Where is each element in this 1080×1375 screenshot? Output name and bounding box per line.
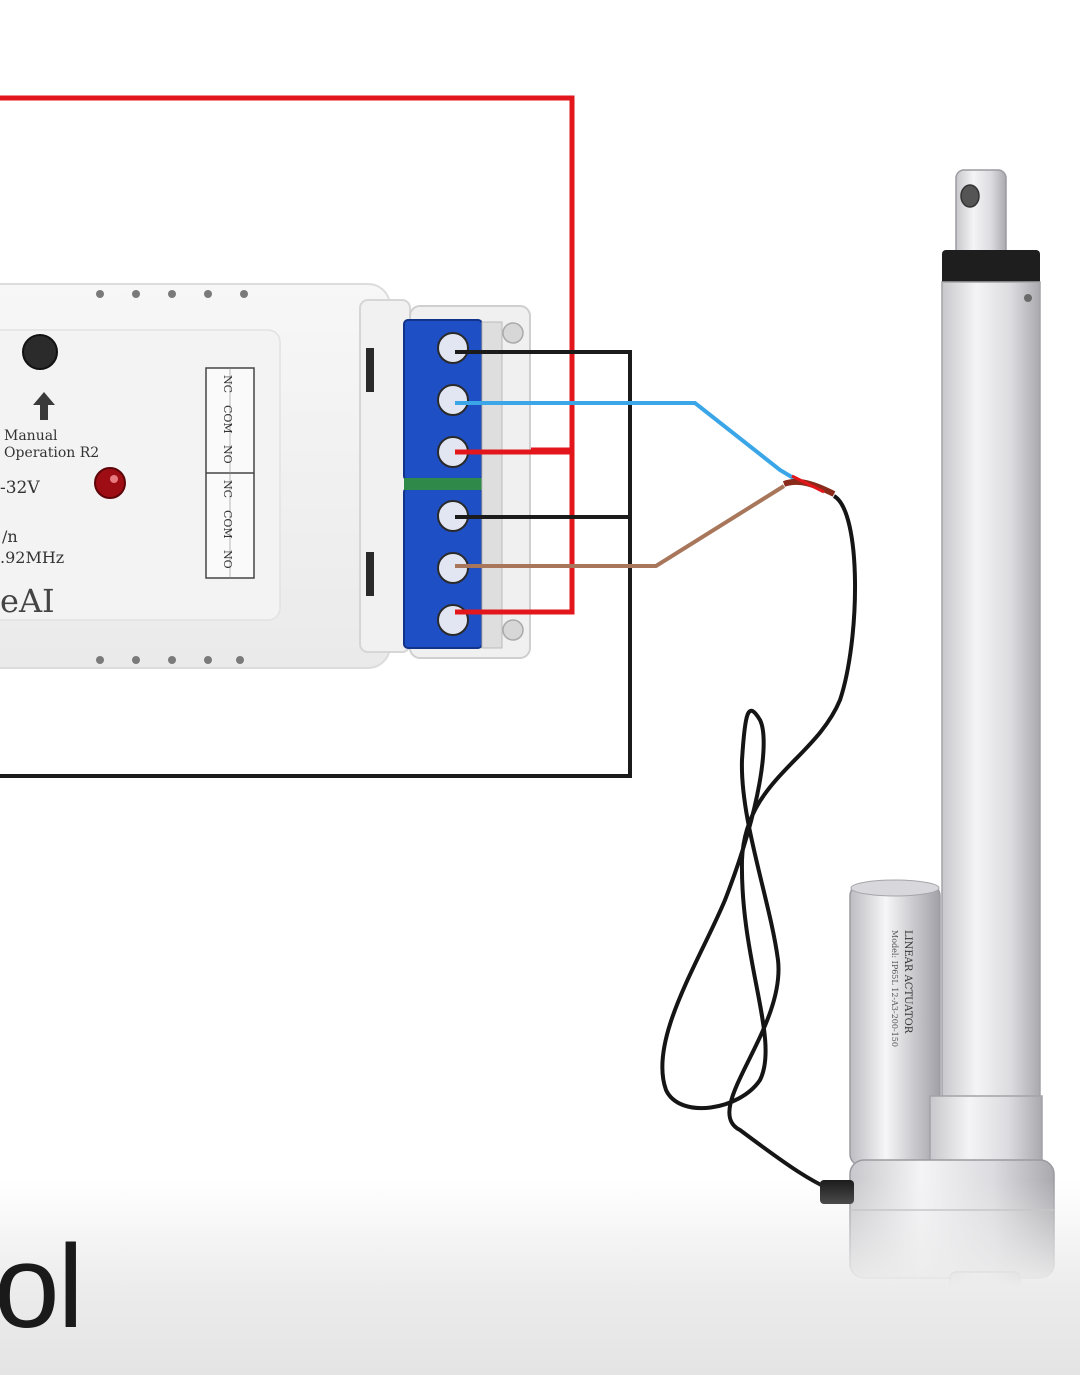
actuator-cable: [660, 494, 858, 1198]
terminal-label-box: [205, 367, 255, 579]
manual-button: [22, 334, 58, 370]
terminal-screws: [437, 332, 469, 636]
terminal-label-2: COM: [221, 405, 234, 434]
caption-text: ol: [0, 1221, 84, 1353]
terminal-label-4: NC: [221, 480, 234, 498]
manual-label-line1: Manual: [4, 428, 58, 444]
blue-wire: [455, 401, 802, 484]
terminal-label-5: COM: [221, 510, 234, 539]
brown-wire: [455, 484, 786, 568]
terminal-label-3: NO: [221, 445, 234, 464]
up-arrow-icon: [33, 392, 55, 420]
voltage-text: -32V: [0, 478, 40, 498]
actuator-label-model: Model: IP65L 12-A3-200-150: [890, 930, 899, 1047]
brand-text: eAI: [0, 582, 55, 620]
terminal-label-6: NO: [221, 550, 234, 569]
manual-label-line2: Operation R2: [4, 445, 99, 461]
relay-controller: Manual Operation R2 -32V /n .92MHz eAI N…: [0, 283, 411, 669]
status-led: [94, 467, 126, 499]
terminal-block: [403, 305, 531, 659]
linear-actuator: LINEAR ACTUATOR Model: IP65L 12-A3-200-1…: [820, 169, 1055, 1339]
terminal-label-1: NC: [221, 375, 234, 393]
freq-text-1: /n: [2, 527, 18, 546]
actuator-label-title: LINEAR ACTUATOR: [902, 930, 913, 1034]
bottom-fade: [0, 1180, 1080, 1375]
freq-text-2: .92MHz: [0, 548, 64, 567]
